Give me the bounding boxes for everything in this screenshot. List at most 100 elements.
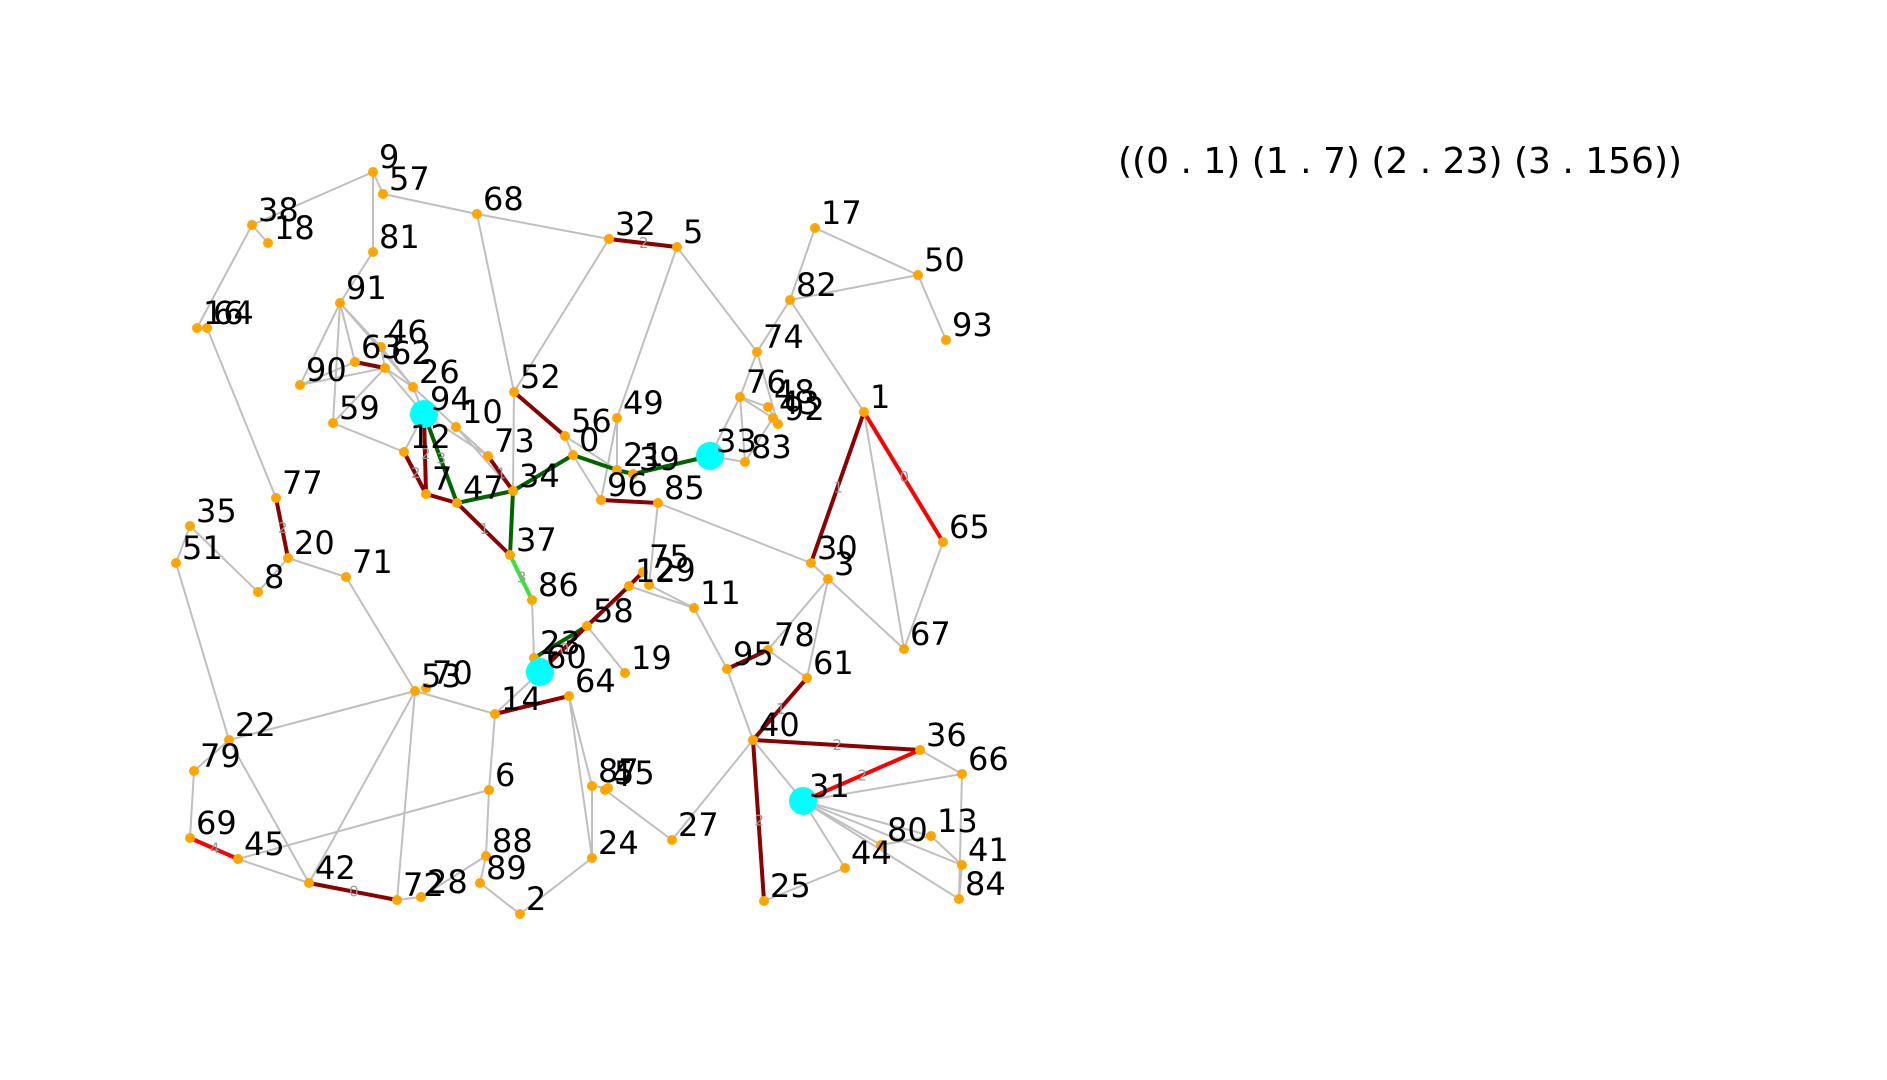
node-label-90: 90 xyxy=(306,351,347,389)
edge-64b-87 xyxy=(568,695,593,787)
node-96 xyxy=(596,495,606,505)
edge-52-34 xyxy=(512,391,515,492)
node-label-30: 30 xyxy=(817,529,858,567)
edge-weight-label: 2 xyxy=(639,234,649,252)
edge-47-94 xyxy=(422,412,459,505)
node-24 xyxy=(587,853,597,863)
node-59 xyxy=(328,418,338,428)
node-label-33: 33 xyxy=(716,422,757,460)
edge-0-96 xyxy=(572,454,602,501)
node-50 xyxy=(913,270,923,280)
edge-13-41 xyxy=(930,835,963,866)
node-29 xyxy=(644,580,654,590)
edge-17-50 xyxy=(814,227,919,276)
node-label-58: 58 xyxy=(593,592,634,630)
edge-14-6 xyxy=(488,713,496,791)
node-16 xyxy=(192,323,202,333)
node-66 xyxy=(957,769,967,779)
node-86 xyxy=(527,595,537,605)
edge-85-29 xyxy=(648,502,659,586)
node-83 xyxy=(740,457,750,467)
edge-29-11 xyxy=(648,584,695,609)
edge-28-88 xyxy=(420,855,487,898)
edge-weight-label: 0 xyxy=(560,640,570,658)
node-74 xyxy=(752,347,762,357)
node-42 xyxy=(304,878,314,888)
node-label-95: 95 xyxy=(733,635,774,673)
node-label-84: 84 xyxy=(965,865,1006,903)
node-85 xyxy=(653,498,663,508)
node-label-68: 68 xyxy=(483,180,524,218)
edge-50-82 xyxy=(789,274,919,301)
node-label-56: 56 xyxy=(571,402,612,440)
node-label-73: 73 xyxy=(494,422,535,460)
node-label-14: 14 xyxy=(501,680,542,718)
node-label-59: 59 xyxy=(339,389,380,427)
node-28 xyxy=(416,892,426,902)
edge-38-16 xyxy=(196,224,253,329)
node-label-75: 75 xyxy=(649,538,690,576)
node-7 xyxy=(421,489,431,499)
node-label-18: 18 xyxy=(274,209,315,247)
edge-62-26 xyxy=(384,367,414,388)
edge-weight-label: 1 xyxy=(480,520,490,538)
node-label-1: 1 xyxy=(870,378,890,416)
edge-79-22 xyxy=(193,739,230,772)
edge-9-38 xyxy=(251,171,374,226)
edge-12-59 xyxy=(332,422,405,453)
node-label-42: 42 xyxy=(315,849,356,887)
edge-76-43 xyxy=(739,396,774,419)
node-label-87: 87 xyxy=(598,752,639,790)
node-label-67: 67 xyxy=(910,615,951,653)
node-label-44: 44 xyxy=(851,834,892,872)
node-label-77: 77 xyxy=(282,464,323,502)
node-39 xyxy=(628,469,638,479)
node-label-83: 83 xyxy=(751,428,792,466)
node-6 xyxy=(484,785,494,795)
node-57 xyxy=(378,189,388,199)
node-label-47: 47 xyxy=(463,469,504,507)
node-5 xyxy=(672,242,682,252)
edge-22-42 xyxy=(228,739,310,884)
node-label-66: 66 xyxy=(968,740,1009,778)
node-56 xyxy=(560,431,570,441)
edge-5-74 xyxy=(676,246,758,353)
edge-78-61 xyxy=(767,649,808,679)
node-36 xyxy=(915,745,925,755)
edge-weight-label: 3 xyxy=(437,450,447,468)
edge-5-49 xyxy=(616,246,678,419)
node-19 xyxy=(620,668,630,678)
node-label-19: 19 xyxy=(631,639,672,677)
node-label-7: 7 xyxy=(432,460,452,498)
node-label-34: 34 xyxy=(519,457,560,495)
node-label-5: 5 xyxy=(683,213,703,251)
edge-72-53 xyxy=(396,690,416,901)
node-label-48: 48 xyxy=(774,373,815,411)
edge-65-67 xyxy=(903,541,944,650)
edge-14-64b xyxy=(493,694,571,716)
node-78 xyxy=(763,645,773,655)
edge-20-71 xyxy=(287,557,347,578)
edge-56-52 xyxy=(512,390,567,438)
node-46 xyxy=(376,342,386,352)
node-label-39: 39 xyxy=(639,440,680,478)
node-34 xyxy=(508,486,518,496)
edge-27-40 xyxy=(671,739,754,841)
edge-weight-label: 2 xyxy=(278,519,288,537)
edge-82-74 xyxy=(756,299,791,353)
node-label-82: 82 xyxy=(796,266,837,304)
edge-91-63 xyxy=(339,302,356,363)
node-95 xyxy=(722,664,732,674)
edge-23-58 xyxy=(532,624,589,660)
node-label-62: 62 xyxy=(391,334,432,372)
edge-62-59 xyxy=(332,367,386,424)
node-91 xyxy=(335,298,345,308)
edge-74-92 xyxy=(756,351,779,425)
edge-77-20 xyxy=(274,496,290,560)
edge-68-52 xyxy=(476,213,515,393)
edge-11-95 xyxy=(693,607,728,670)
edge-34-37 xyxy=(508,489,515,557)
edge-85-30 xyxy=(657,502,812,564)
node-label-38: 38 xyxy=(258,191,299,229)
